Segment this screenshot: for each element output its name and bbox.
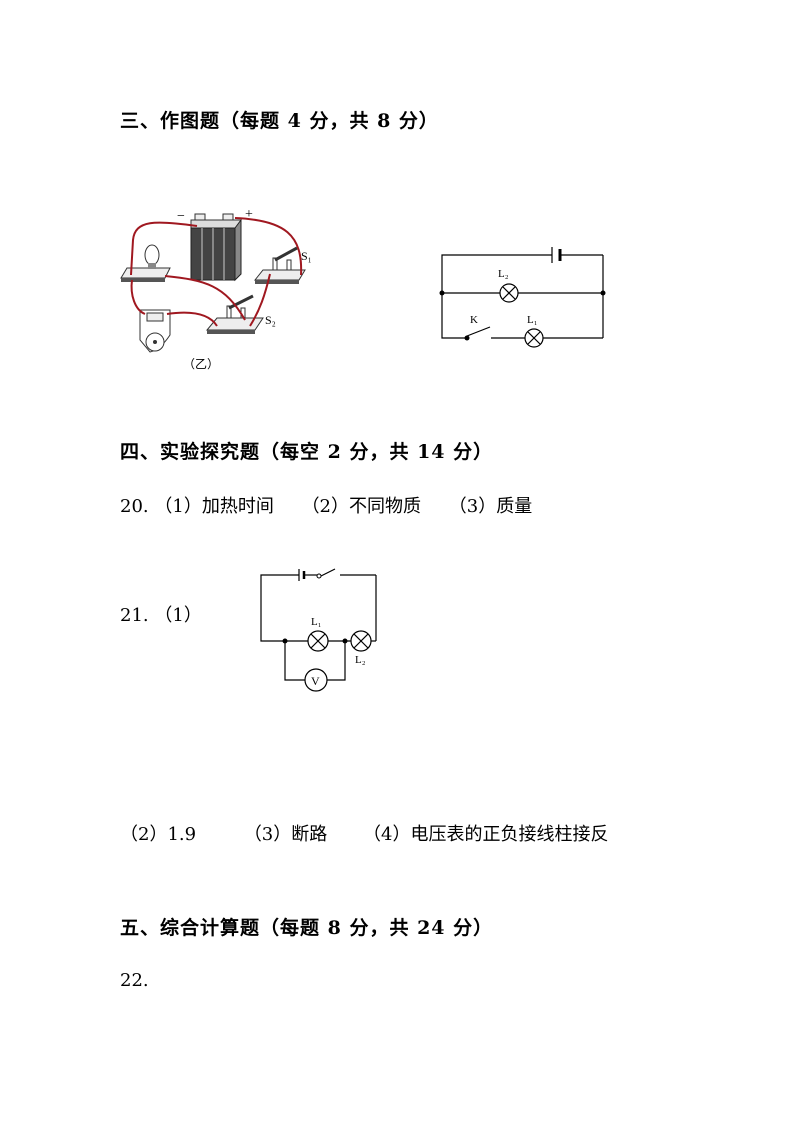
q20-answer-2: （2）不同物质	[301, 496, 422, 517]
section-4-heading: 四、实验探究题（每空 2 分，共 14 分）	[120, 441, 494, 463]
l2-label: L₂	[355, 654, 366, 666]
q20-answer-1: （1）加热时间	[154, 496, 274, 517]
l1-label: L₁	[311, 616, 322, 628]
q22-number: 22.	[120, 970, 149, 991]
section-3-heading: 三、作图题（每题 4 分，共 8 分）	[120, 110, 439, 132]
switch-s1-icon	[253, 246, 306, 284]
q21-circuit-drawing: L₁ L₂ V	[260, 568, 377, 692]
q20-answer-line: 20. （1）加热时间 （2）不同物质 （3）质量	[120, 492, 532, 518]
q21-number: 21.	[120, 605, 149, 626]
q20-answer-3: （3）质量	[448, 496, 533, 517]
l2-label: L₂	[498, 268, 509, 280]
wire	[164, 275, 246, 321]
wire	[166, 311, 218, 327]
q21-label-line: 21. （1）	[120, 601, 202, 627]
q21-circuit-figure: L₁ L₂ V	[255, 565, 385, 695]
schematic-circuit-figure: L₂ K L₁	[430, 235, 620, 350]
k-label: K	[470, 314, 478, 326]
wire	[130, 221, 198, 276]
bell-icon	[139, 309, 171, 353]
bulb-icon	[120, 244, 171, 282]
figure-caption: （乙）	[183, 357, 219, 371]
l1-label: L₁	[527, 314, 538, 326]
s1-label: S₁	[301, 249, 312, 263]
wire	[234, 217, 303, 276]
plus-label: +	[245, 207, 253, 222]
voltmeter-label: V	[311, 674, 320, 688]
battery-icon	[190, 213, 242, 282]
q21-answer-4: （4）电压表的正负接线柱接反	[363, 824, 609, 845]
schematic-drawing: L₂ K L₁	[439, 247, 606, 348]
wire	[249, 273, 271, 327]
s2-label: S₂	[265, 313, 276, 327]
physical-circuit-drawing: − + S₁ S₂ （乙）	[120, 207, 312, 371]
minus-label: −	[177, 209, 185, 224]
q21-answer-2: （2）1.9	[120, 824, 197, 845]
section-5-heading: 五、综合计算题（每题 8 分，共 24 分）	[120, 917, 494, 939]
switch-s2-icon	[205, 294, 264, 334]
q21-part1-label: （1）	[154, 605, 202, 626]
physical-circuit-figure: − + S₁ S₂ （乙）	[115, 200, 315, 380]
q21-answer-line: （2）1.9 （3）断路 （4）电压表的正负接线柱接反	[120, 820, 608, 846]
q21-answer-3: （3）断路	[243, 824, 328, 845]
q20-number: 20.	[120, 496, 149, 517]
wire	[130, 279, 146, 315]
